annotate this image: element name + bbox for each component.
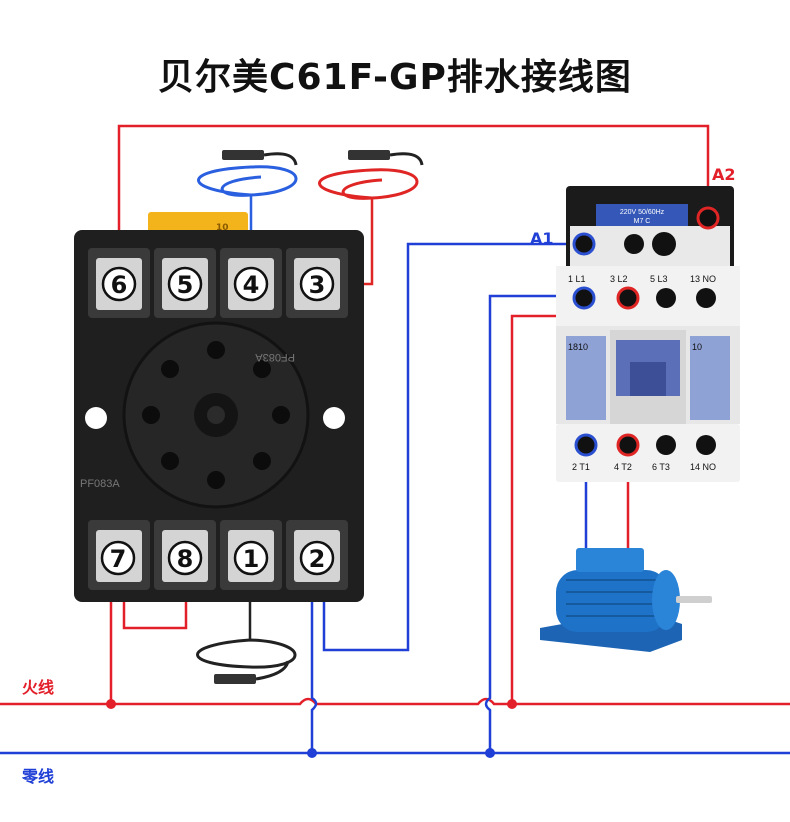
probe-blue (197, 150, 298, 197)
relay-terminal-2: 2 (309, 545, 326, 573)
terminal-13no (696, 288, 716, 308)
svg-text:6 T3: 6 T3 (652, 462, 670, 472)
motor (540, 548, 712, 652)
relay-terminal-8: 8 (177, 545, 194, 573)
relay-terminal-6: 6 (111, 271, 128, 299)
wire-relay6-to-a2 (117, 124, 710, 268)
live-label: 火线 (22, 678, 54, 697)
contactor: 220V 50/60Hz M7 C 1 L1 3 L2 5 L3 13 NO 1… (556, 186, 740, 482)
diagram-title: 贝尔美C61F-GP排水接线图 (158, 57, 632, 98)
coil-a1-terminal (572, 232, 596, 256)
relay-socket: 10 (74, 212, 364, 602)
probe-black (196, 638, 297, 684)
contactor-top-labels: 1 L1 3 L2 5 L3 13 NO (568, 274, 716, 284)
svg-text:4 T2: 4 T2 (614, 462, 632, 472)
contactor-front-right: 10 (692, 342, 702, 352)
relay-terminal-4: 4 (243, 271, 260, 299)
svg-text:5 L3: 5 L3 (650, 274, 668, 284)
relay-terminal-7: 7 (110, 545, 127, 573)
relay-terminal-3: 3 (309, 271, 326, 299)
svg-text:14 NO: 14 NO (690, 462, 716, 472)
coil-a2-terminal (696, 206, 720, 230)
a2-label: A2 (712, 165, 736, 184)
contactor-bottom-labels: 2 T1 4 T2 6 T3 14 NO (572, 462, 716, 472)
a1-label: A1 (530, 229, 554, 248)
contactor-model: M7 C (634, 218, 651, 225)
probe-red (318, 150, 424, 200)
wire-relay2-to-neutral (310, 570, 318, 753)
relay-terminal-5: 5 (177, 271, 194, 299)
neutral-label: 零线 (21, 767, 54, 786)
relay-model-top: PF083A (255, 351, 295, 363)
terminal-l2 (616, 286, 640, 310)
contactor-rating: 220V 50/60Hz (620, 209, 665, 216)
terminal-t3 (656, 435, 676, 455)
wire-relay2-to-a1 (322, 242, 578, 652)
svg-text:10: 10 (216, 223, 229, 233)
relay-model-bottom: PF083A (80, 478, 120, 490)
terminal-t1 (574, 433, 598, 457)
svg-text:2 T1: 2 T1 (572, 462, 590, 472)
svg-text:13 NO: 13 NO (690, 274, 716, 284)
wire-neutral-to-l1 (484, 294, 578, 753)
svg-text:1 L1: 1 L1 (568, 274, 586, 284)
terminal-l1 (572, 286, 596, 310)
terminal-t2 (616, 433, 640, 457)
motor-junction-box (576, 548, 644, 572)
power-lines (0, 697, 790, 758)
relay-terminal-1: 1 (243, 545, 260, 573)
relay-terminals: 6 5 4 3 7 8 1 2 (100, 266, 335, 576)
contactor-front-left: 1810 (568, 342, 588, 352)
motor-shaft (676, 596, 712, 603)
svg-text:3 L2: 3 L2 (610, 274, 628, 284)
live-line (0, 697, 790, 706)
terminal-l3 (656, 288, 676, 308)
contactor-rating-plate (596, 204, 688, 226)
terminal-14no (696, 435, 716, 455)
